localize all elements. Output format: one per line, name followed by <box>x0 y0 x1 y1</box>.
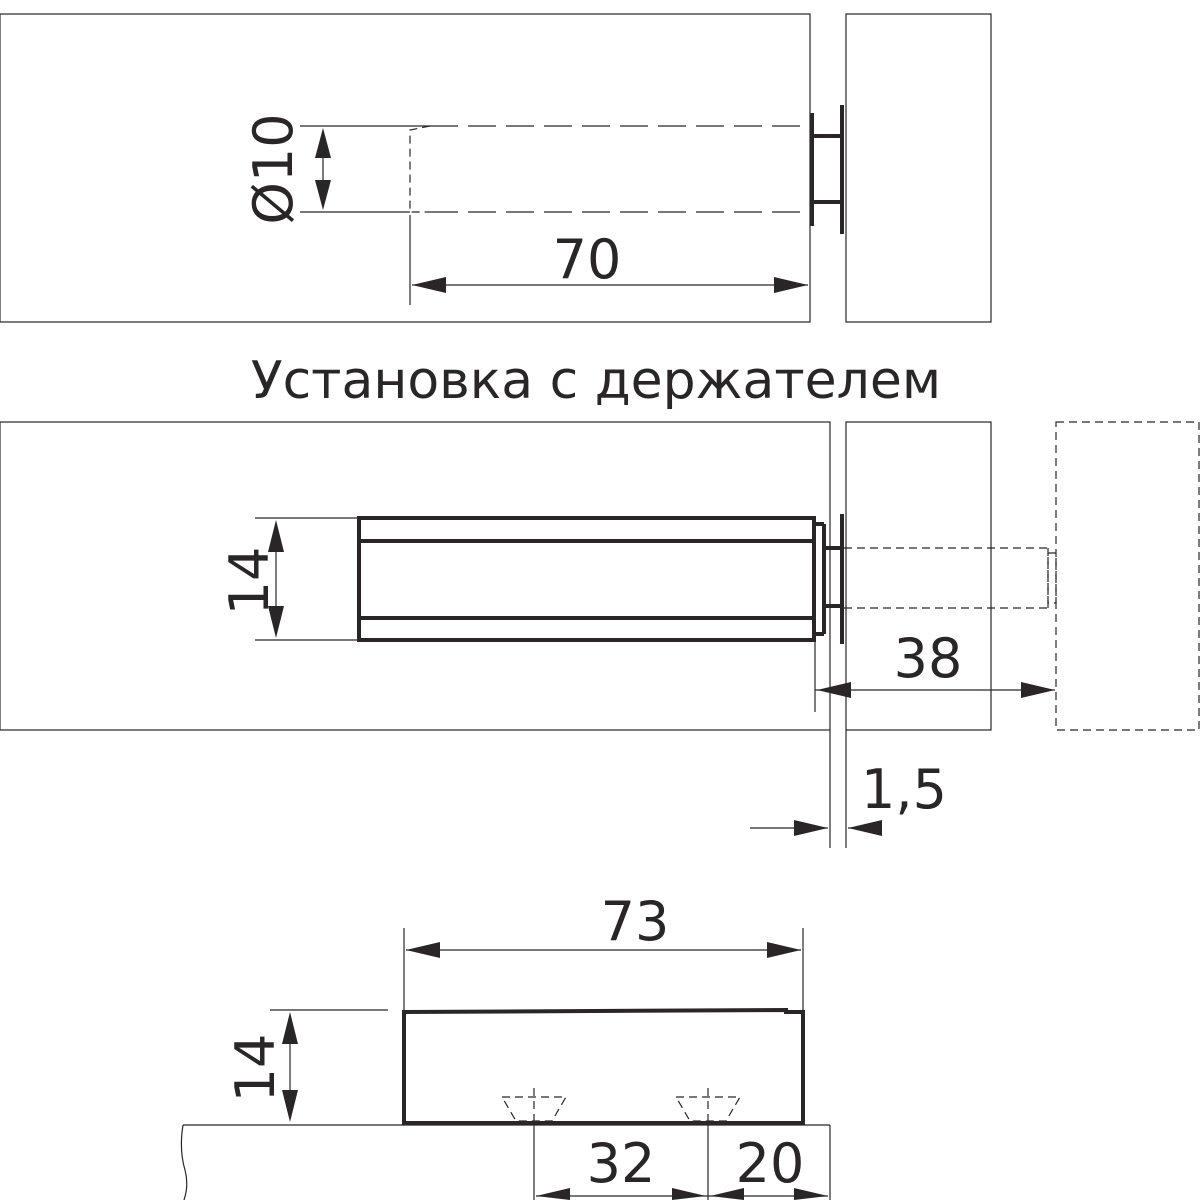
middle-panel-right <box>845 421 992 731</box>
damper-body <box>357 516 826 642</box>
screw-hole-2 <box>674 1096 742 1122</box>
diameter-label: Ø10 <box>242 113 305 224</box>
hole-spacing-label: 32 <box>587 1132 656 1195</box>
hole-spacing-dimension: 32 20 <box>533 1125 828 1200</box>
drilled-hole <box>409 125 810 213</box>
top-panel-left <box>0 13 811 323</box>
holder-plate <box>810 105 844 234</box>
length-label: 73 <box>601 890 670 953</box>
middle-view: 14 38 1,5 <box>0 421 1200 848</box>
screw-hole-1 <box>500 1096 568 1122</box>
screw-holes <box>500 1088 742 1125</box>
projection-dimension: 38 <box>814 627 1055 712</box>
projection-label: 38 <box>894 627 963 690</box>
top-panel-right <box>845 13 992 323</box>
diameter-dimension: Ø10 <box>242 113 430 225</box>
bottom-view: 73 14 32 20 <box>180 890 831 1200</box>
piston-extension <box>844 547 1057 609</box>
middle-height-label: 14 <box>218 547 281 616</box>
gap-label: 1,5 <box>861 758 947 821</box>
damper-side-body <box>402 1007 805 1125</box>
middle-panel-left <box>0 421 831 731</box>
edge-offset-label: 20 <box>736 1132 805 1195</box>
depth-dimension: 70 <box>409 215 808 305</box>
mounting-surface <box>180 1124 831 1200</box>
bottom-height-dimension: 14 <box>224 1009 388 1122</box>
middle-holder-plate <box>824 514 844 644</box>
depth-label: 70 <box>553 228 622 291</box>
gap-dimension: 1,5 <box>750 730 947 848</box>
length-dimension: 73 <box>403 890 804 1010</box>
middle-height-dimension: 14 <box>218 517 359 641</box>
installation-caption: Установка с держателем <box>251 351 941 411</box>
opening-door-outline <box>1055 421 1200 731</box>
top-view: Ø10 70 <box>0 13 992 323</box>
bottom-height-label: 14 <box>224 1034 287 1103</box>
